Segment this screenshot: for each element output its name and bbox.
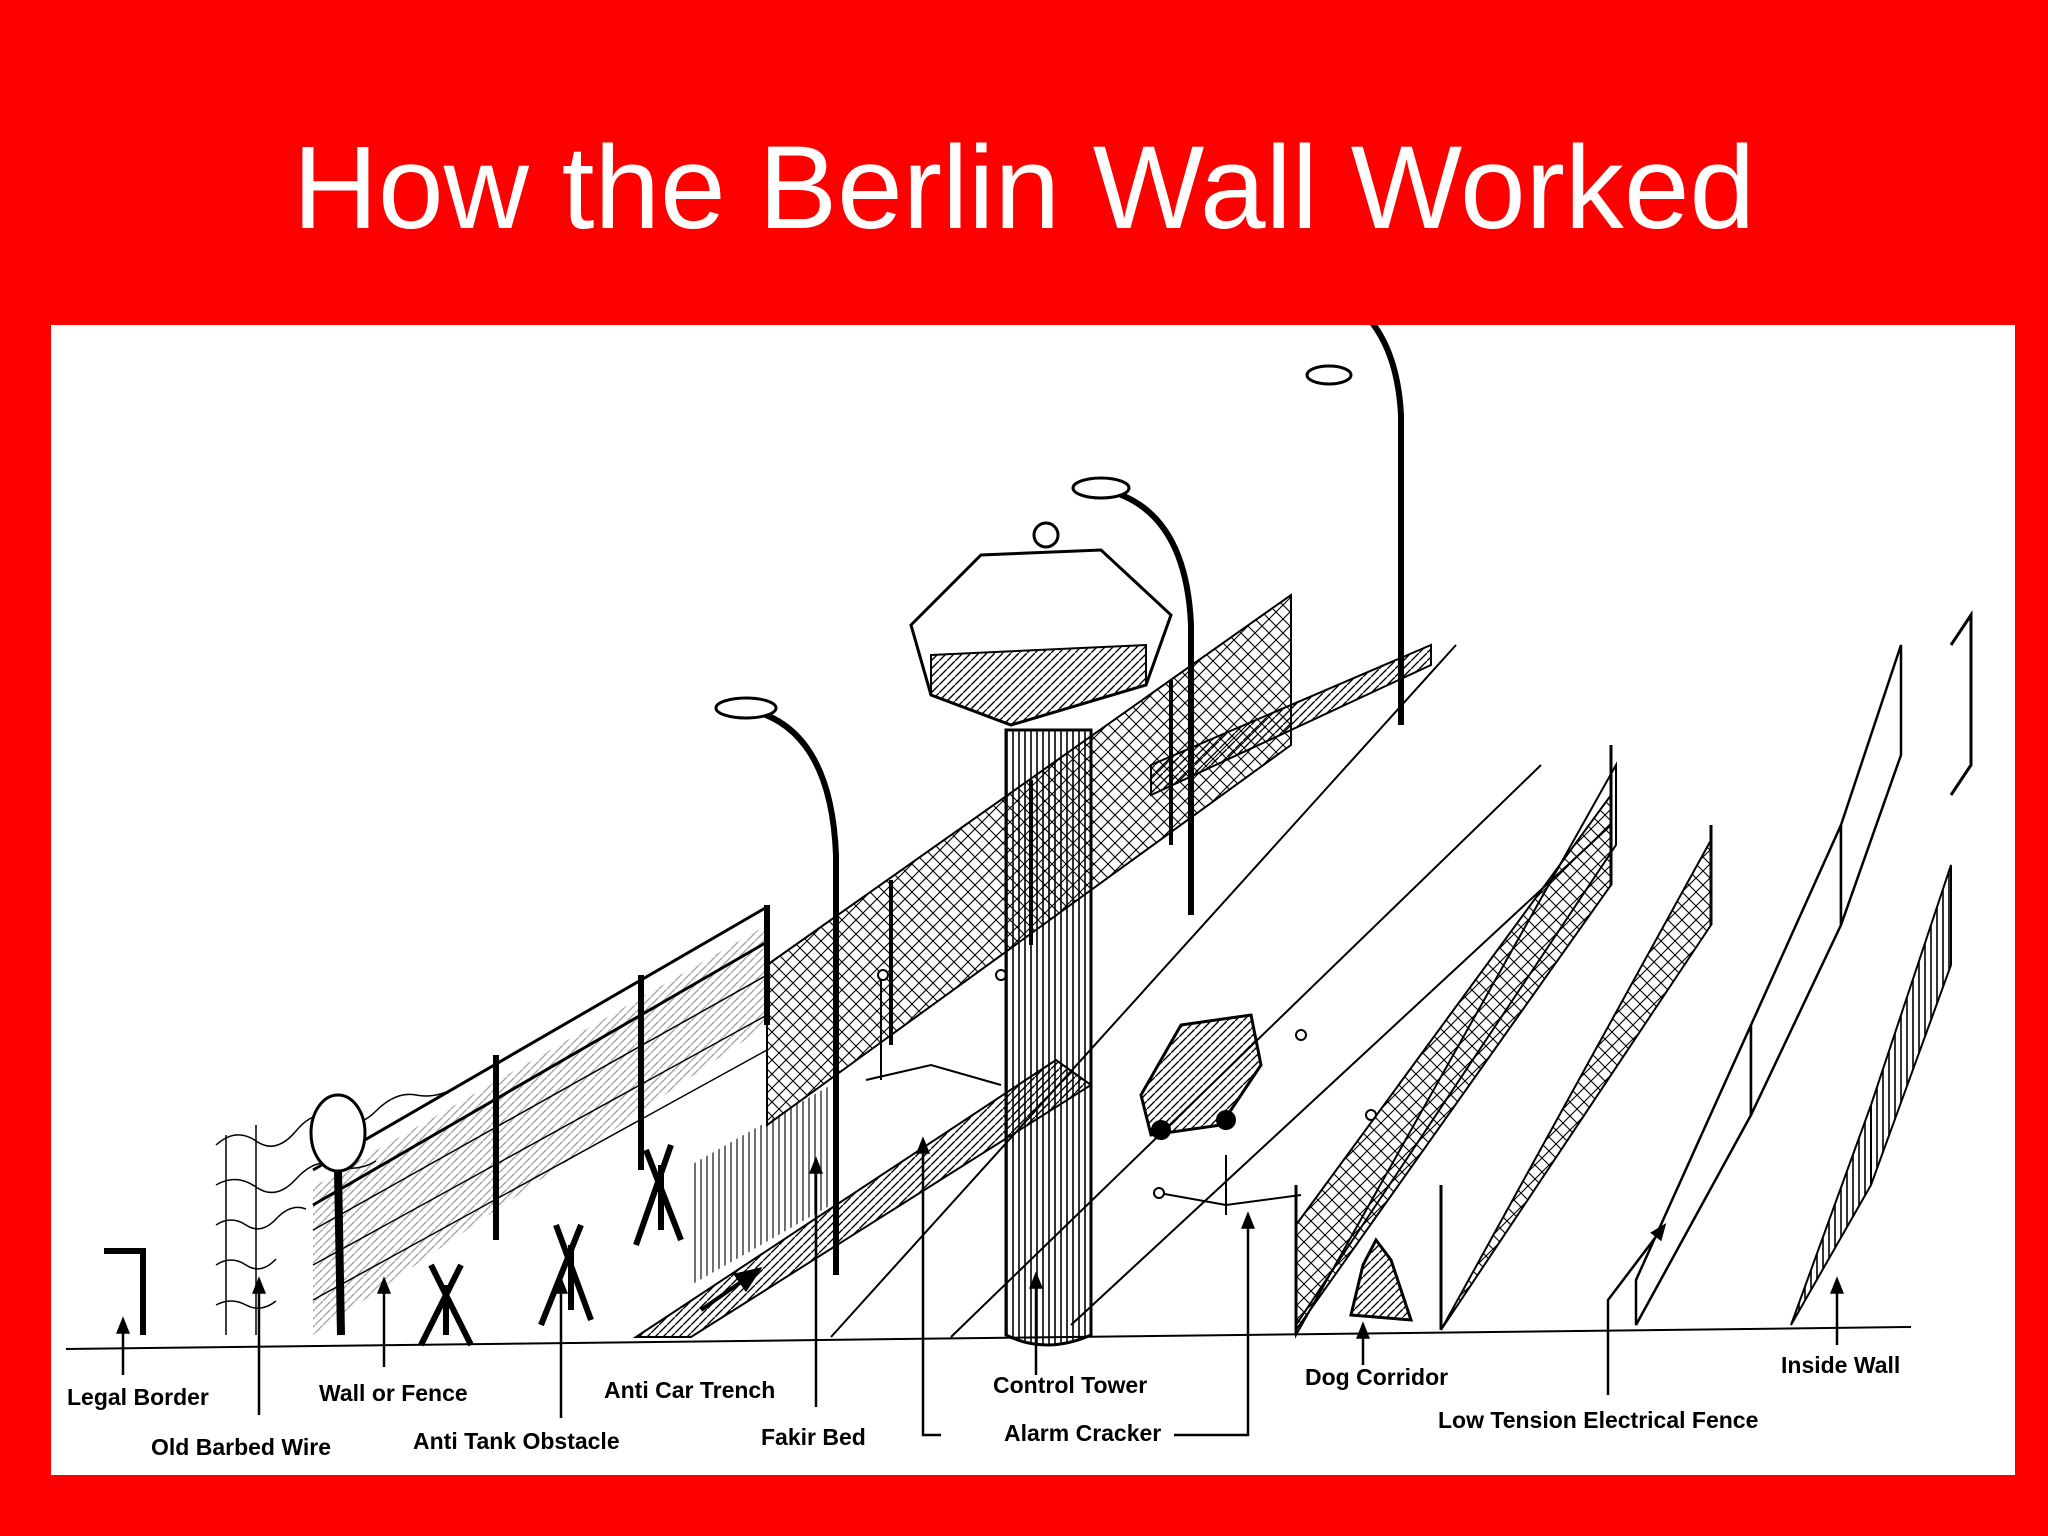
border-wall-drawing — [309, 905, 770, 1336]
diagram-labels: Legal Border Old Barbed Wire Wall or Fen… — [67, 1352, 1900, 1460]
alarm-cracker-pointer-left — [916, 1136, 941, 1437]
label-anti-car-trench: Anti Car Trench — [604, 1377, 775, 1403]
fakir-bed-drawing — [691, 1085, 831, 1285]
callout-arrows — [116, 1136, 1844, 1437]
anti-tank-obstacles — [418, 1144, 684, 1347]
label-anti-tank-obstacle: Anti Tank Obstacle — [413, 1428, 620, 1454]
berlin-wall-illustration: Legal Border Old Barbed Wire Wall or Fen… — [65, 325, 1973, 1460]
label-alarm-cracker: Alarm Cracker — [1004, 1420, 1161, 1446]
slide-title: How the Berlin Wall Worked — [292, 122, 1756, 254]
control-tower-drawing — [909, 521, 1173, 1347]
inside-wall-drawing — [1634, 610, 1973, 1326]
label-wall-or-fence: Wall or Fence — [319, 1380, 468, 1406]
alarm-cracker-drawing — [865, 969, 1377, 1215]
electrical-fence-drawing — [1294, 745, 1713, 1339]
label-dog-corridor: Dog Corridor — [1305, 1364, 1448, 1390]
label-control-tower: Control Tower — [993, 1372, 1147, 1398]
legal-border-post — [104, 1248, 146, 1335]
label-old-barbed-wire: Old Barbed Wire — [151, 1434, 331, 1460]
diagram-panel: Legal Border Old Barbed Wire Wall or Fen… — [51, 325, 2015, 1475]
old-barbed-wire-drawing — [215, 1086, 457, 1335]
label-low-tension-electrical-fence: Low Tension Electrical Fence — [1438, 1407, 1758, 1433]
alarm-cracker-pointer-right — [1174, 1211, 1255, 1437]
patrol-jeep — [1139, 1013, 1263, 1140]
street-lamps — [714, 325, 1404, 1275]
label-inside-wall: Inside Wall — [1781, 1352, 1900, 1378]
label-fakir-bed: Fakir Bed — [761, 1424, 866, 1450]
electrical-fence-pointer — [1606, 1223, 1667, 1395]
label-legal-border: Legal Border — [67, 1384, 209, 1410]
ground-line — [65, 1326, 1912, 1350]
guard-dog — [1349, 1237, 1414, 1322]
